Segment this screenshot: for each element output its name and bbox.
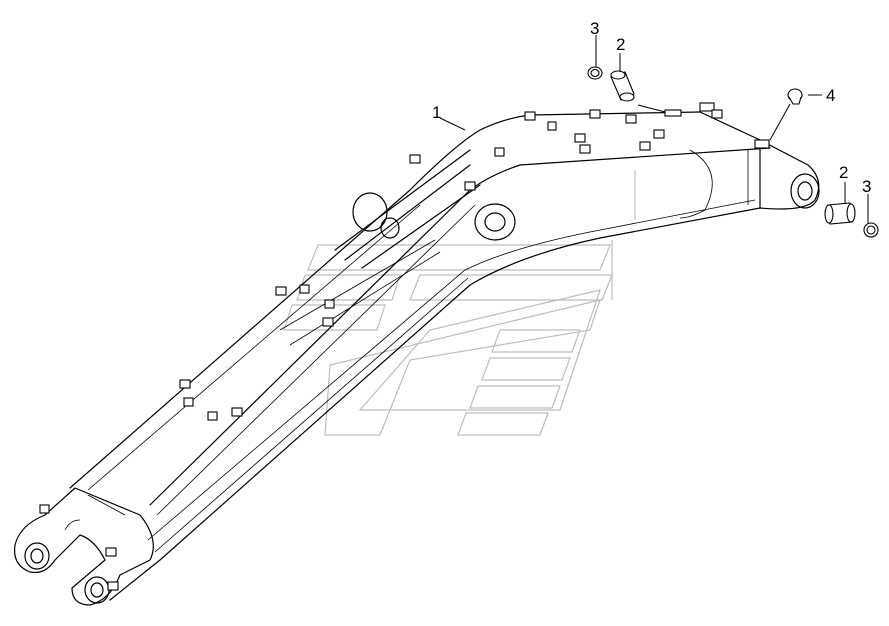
seal-ring-upper [587, 66, 603, 80]
leader-lines [439, 35, 869, 223]
callout-2-upper: 2 [616, 35, 625, 54]
callout-3-lower: 3 [862, 177, 871, 196]
bushing-upper [610, 70, 635, 102]
grease-nipple [787, 88, 803, 105]
callout-2-lower: 2 [839, 163, 848, 182]
callout-4: 4 [826, 86, 835, 105]
clips [39, 102, 770, 591]
callout-3-upper: 3 [590, 19, 599, 38]
callout-1: 1 [432, 103, 441, 122]
seal-ring-lower [863, 222, 879, 238]
watermark-logo [283, 170, 636, 436]
bushing-lower [824, 202, 856, 225]
boom-assembly [13, 102, 820, 606]
